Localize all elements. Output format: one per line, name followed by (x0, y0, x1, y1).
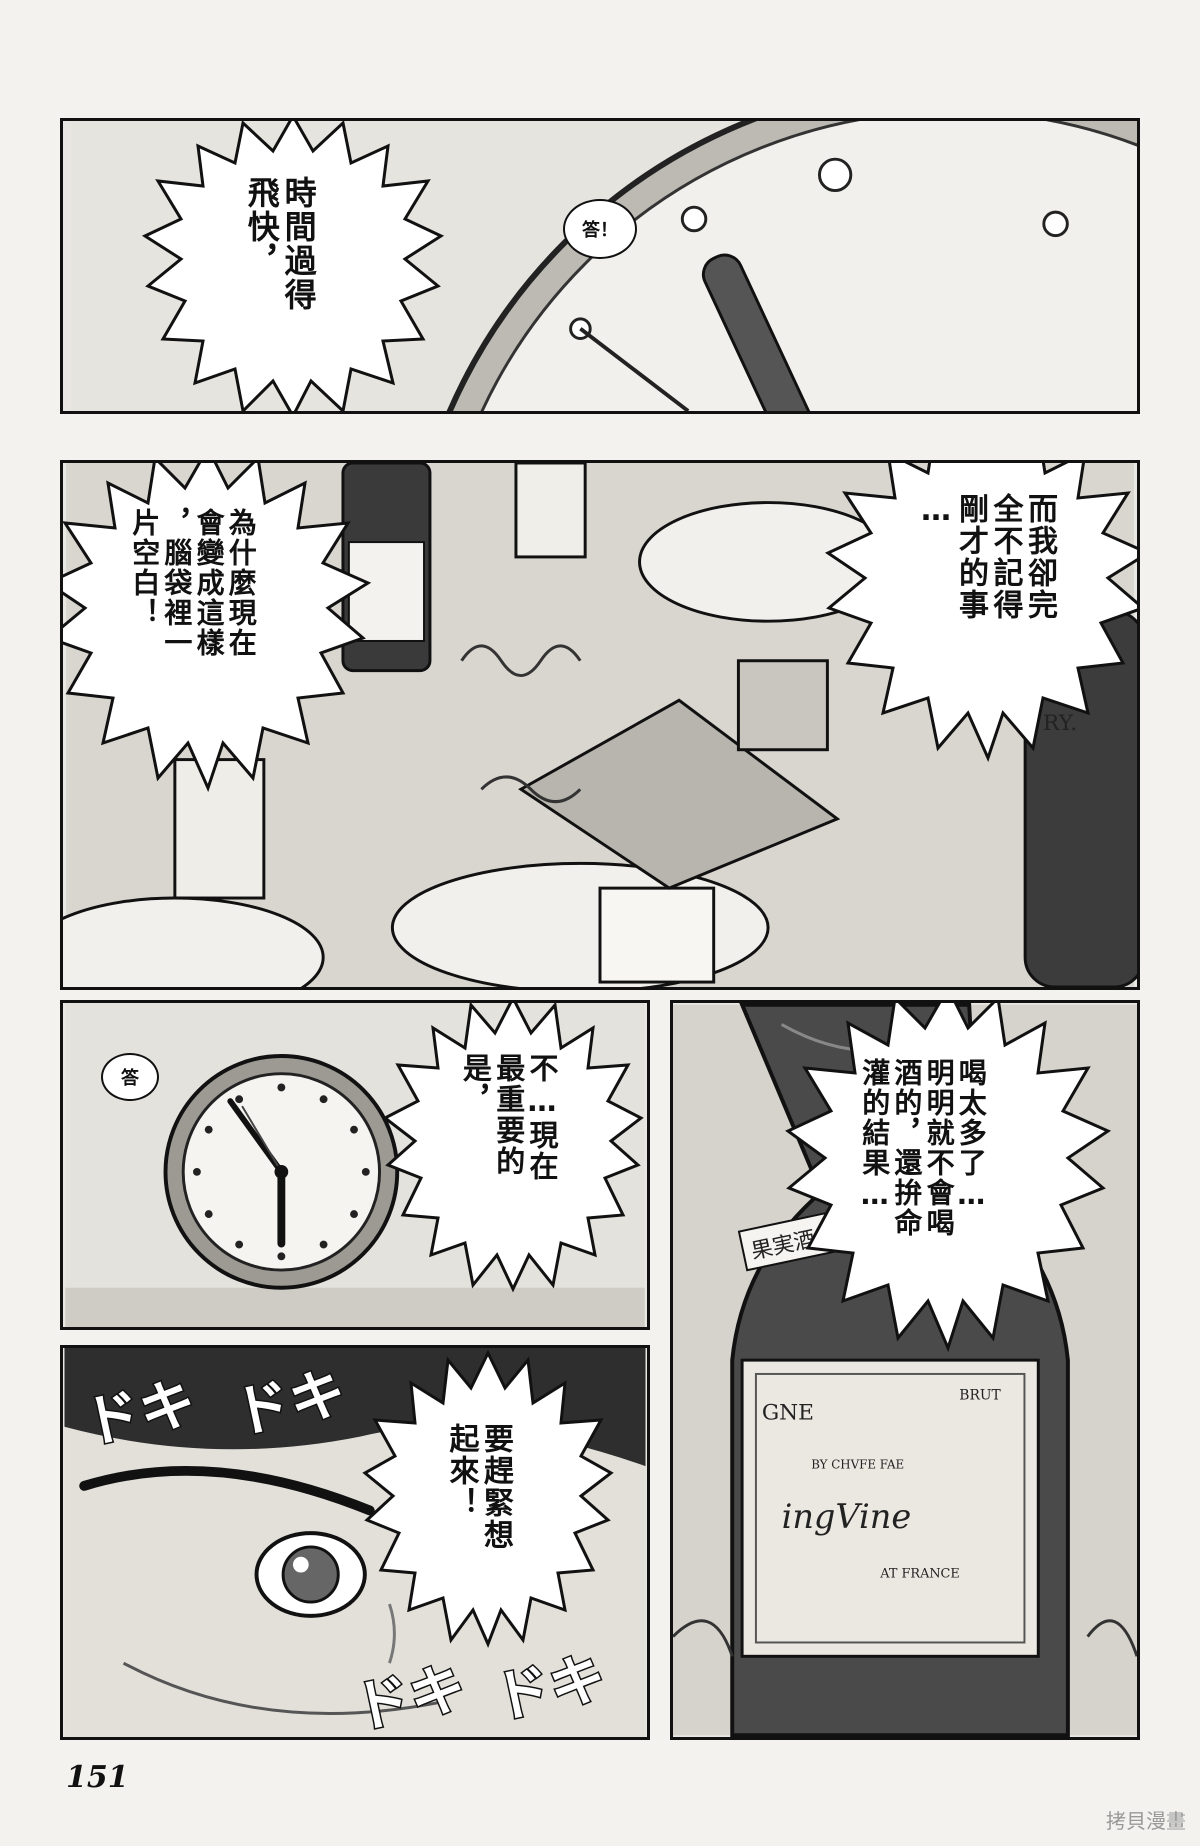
clock-ticks (193, 1083, 370, 1261)
burst-shape (382, 1003, 644, 1293)
narration-burst: 時間過得 飛快， (141, 121, 445, 411)
panel-clock-closeup: 答！ 時間過得 飛快， (60, 118, 1140, 414)
text-line: 片空白！ (128, 508, 162, 628)
text-line: 為什麼現在 (224, 508, 258, 658)
text-line: 剛才的事 (953, 493, 988, 621)
panel-wall-clock: 答 不…現在 最重要的 是， (60, 1000, 650, 1330)
text-line: 而我卻完 (1022, 493, 1057, 621)
thought-text: 要趕緊想 起來！ (443, 1423, 514, 1551)
text-line: 明明就不會喝 (922, 1058, 956, 1238)
text-line: 全不記得 (987, 493, 1023, 621)
narration-text: 時間過得 飛快， (242, 176, 318, 312)
tick-sound-effect: 答 (101, 1053, 159, 1101)
panel-face-closeup: ドキ ドキ ドキ ドキ 要趕緊想 起來！ (60, 1345, 650, 1740)
text-line: 飛快， (242, 176, 281, 278)
wall-clock-art (65, 1003, 645, 1327)
bottle-label-text: RY. (1043, 711, 1077, 736)
text-line: 最重要的 (491, 1053, 526, 1177)
text-line: 要趕緊想 (478, 1423, 513, 1551)
champagne-bottle-art: 果実酒 BRUT GNE BY CHVFE FAE ingVine AT FRA… (673, 1003, 1137, 1737)
thought-burst: 喝太多了… 明明就不會喝 酒的，還拚命 灌的結果… (783, 1003, 1113, 1353)
thought-burst: 不…現在 最重要的 是， (382, 1003, 644, 1293)
thought-text: 喝太多了… 明明就不會喝 酒的，還拚命 灌的結果… (858, 1058, 988, 1238)
thought-text-left: 為什麼現在 會變成這樣 ，腦袋裡一 片空白！ (128, 508, 258, 658)
thought-text-right: 而我卻完 全不記得 剛才的事 … (918, 493, 1058, 621)
burst-shape (824, 463, 1137, 763)
burst-shape (785, 1003, 1112, 1353)
panel-champagne-bottle: 果実酒 BRUT GNE BY CHVFE FAE ingVine AT FRA… (670, 1000, 1140, 1740)
text-line: 起來！ (443, 1423, 479, 1519)
thought-burst-left: 為什麼現在 會變成這樣 ，腦袋裡一 片空白！ (63, 463, 373, 793)
thought-text: 不…現在 最重要的 是， (458, 1053, 560, 1182)
label-gne: GNE (762, 1400, 814, 1425)
label-maker: BY CHVFE FAE (811, 1458, 904, 1472)
text-line: 酒的，還拚命 (890, 1058, 924, 1238)
text-line: 灌的結果… (858, 1058, 892, 1213)
text-line: … (918, 493, 954, 530)
thought-burst: 要趕緊想 起來！ (362, 1348, 614, 1648)
tick-sound-effect: 答！ (563, 199, 637, 259)
burst-shape (362, 1349, 614, 1648)
text-line: 時間過得 (279, 176, 318, 312)
label-script: ingVine (782, 1497, 912, 1536)
text-line: 會變成這樣 (192, 508, 226, 658)
label-brut: BRUT (959, 1388, 1001, 1404)
text-line: 是， (458, 1053, 493, 1115)
text-line: 不…現在 (525, 1053, 560, 1182)
text-line: 喝太多了… (954, 1058, 988, 1213)
watermark: 拷貝漫畫 (1106, 1809, 1186, 1833)
text-line: ，腦袋裡一 (160, 508, 194, 658)
page-number: 151 (66, 1760, 129, 1795)
thought-burst-right: 而我卻完 全不記得 剛才的事 … (823, 463, 1137, 763)
burst-shape (141, 121, 445, 411)
burst-shape (63, 463, 372, 793)
label-origin: AT FRANCE (879, 1566, 959, 1581)
panel-party-table: RY. 為什麼現在 會變成這樣 ，腦袋裡一 片空白！ 而我卻完 全不記得 剛才的… (60, 460, 1140, 990)
